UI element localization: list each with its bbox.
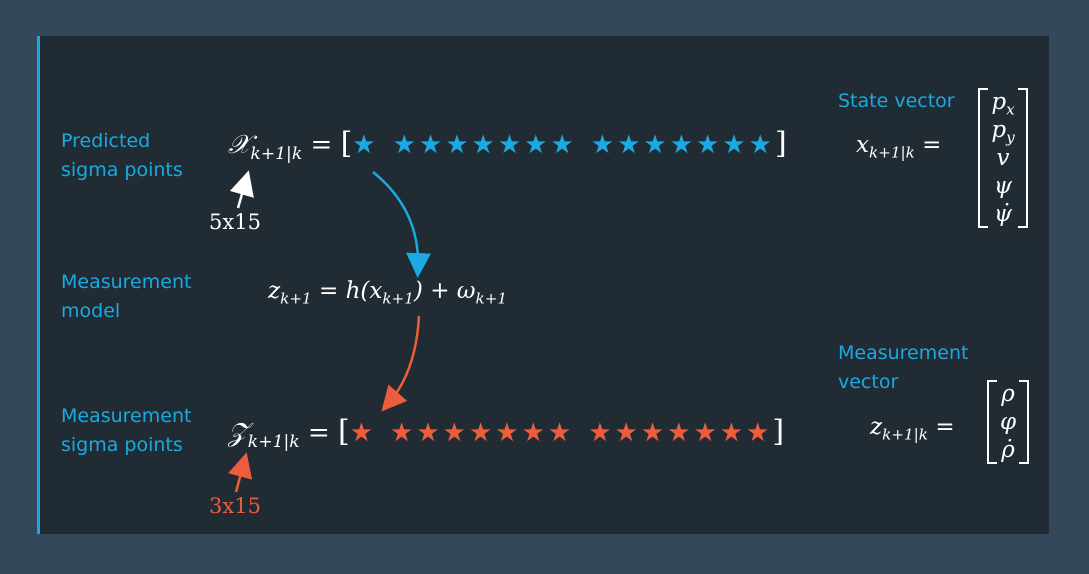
eq-part: z <box>870 414 883 440</box>
measurement-star-row: ★★★★★★★★★★★★★★★ <box>350 418 773 448</box>
measurement-entry-phi: φ <box>999 409 1017 435</box>
measurement-vector-matrix: ρ φ ρ̇ <box>987 380 1029 464</box>
eq-sub: k+1 <box>280 289 312 308</box>
measurement-sigma-equation: 𝒵k+1|k = [★★★★★★★★★★★★★★★] <box>228 414 784 452</box>
left-bracket: [ <box>340 126 353 161</box>
arrow-model-to-measurement <box>381 315 421 412</box>
subscript: k+1|k <box>247 432 300 452</box>
star-group: ★★★★★★★ <box>590 130 775 160</box>
star-group: ★★★★★★★ <box>392 130 577 160</box>
state-vector-matrix: px py v ψ ψ̇ <box>978 88 1028 228</box>
label-line: model <box>61 300 121 322</box>
label-measurement-sigma-points: Measurement sigma points <box>61 402 191 460</box>
measurement-model-equation: zk+1 = h(xk+1) + ωk+1 <box>268 278 507 307</box>
state-entry-px: px <box>991 89 1015 119</box>
state-entry-py: py <box>991 117 1015 147</box>
equals-sign: = <box>935 414 955 440</box>
label-line: sigma points <box>61 434 183 456</box>
state-entry-v: v <box>996 145 1010 171</box>
label-line: sigma points <box>61 159 183 181</box>
eq-part: x <box>856 132 869 158</box>
measurement-entry-rho: ρ <box>1001 381 1015 407</box>
right-bracket: ] <box>772 414 785 449</box>
state-entry-psi-dot: ψ̇ <box>993 201 1013 227</box>
predicted-star-row: ★★★★★★★★★★★★★★★ <box>352 130 775 160</box>
equals-sign: = <box>922 132 942 158</box>
symbol-z-script: 𝒵 <box>228 418 248 448</box>
label-line: Measurement <box>61 405 192 427</box>
eq-sub: k+1|k <box>868 143 915 162</box>
label-line: Measurement <box>61 271 192 293</box>
state-entry-psi: ψ <box>993 173 1013 199</box>
equals-sign: = <box>307 418 330 448</box>
symbol-chi: 𝒳 <box>228 130 251 160</box>
diagram-panel <box>37 36 1049 534</box>
state-vector-lhs: xk+1|k = <box>856 132 941 161</box>
predicted-sigma-equation: 𝒳k+1|k = [★★★★★★★★★★★★★★★] <box>228 126 787 164</box>
left-bracket: [ <box>338 414 350 449</box>
label-line: Predicted <box>61 130 151 152</box>
label-state-vector: State vector <box>838 90 955 112</box>
label-measurement-vector: Measurement vector <box>838 339 968 397</box>
label-line: vector <box>838 371 899 393</box>
arrow-predicted-to-model <box>372 171 432 278</box>
eq-part: z <box>268 278 281 304</box>
label-line: Measurement <box>838 342 969 364</box>
equals-sign: = <box>310 130 333 160</box>
star-group: ★★★★★★★ <box>390 418 575 448</box>
eq-sub: k+1 <box>475 289 508 308</box>
eq-sub: k+1 <box>382 289 414 308</box>
label-predicted-sigma-points: Predicted sigma points <box>61 127 183 185</box>
arrow-measurement-size <box>228 452 253 493</box>
star-group: ★★★★★★★ <box>588 418 773 448</box>
measurement-vector-lhs: zk+1|k = <box>870 414 955 443</box>
measurement-size-label: 3x15 <box>209 494 261 518</box>
panel-accent-bar <box>37 36 40 534</box>
star-group: ★ <box>352 130 379 160</box>
arrow-predicted-size <box>229 170 254 209</box>
predicted-size-label: 5x15 <box>209 210 261 234</box>
subscript: k+1|k <box>250 144 303 164</box>
eq-part: = h(x <box>311 278 383 304</box>
label-measurement-model: Measurement model <box>61 268 191 326</box>
eq-part: ) + ω <box>413 278 476 304</box>
right-bracket: ] <box>774 126 787 161</box>
star-group: ★ <box>349 418 377 448</box>
eq-sub: k+1|k <box>882 425 928 444</box>
measurement-entry-rho-dot: ρ̇ <box>1001 437 1015 463</box>
